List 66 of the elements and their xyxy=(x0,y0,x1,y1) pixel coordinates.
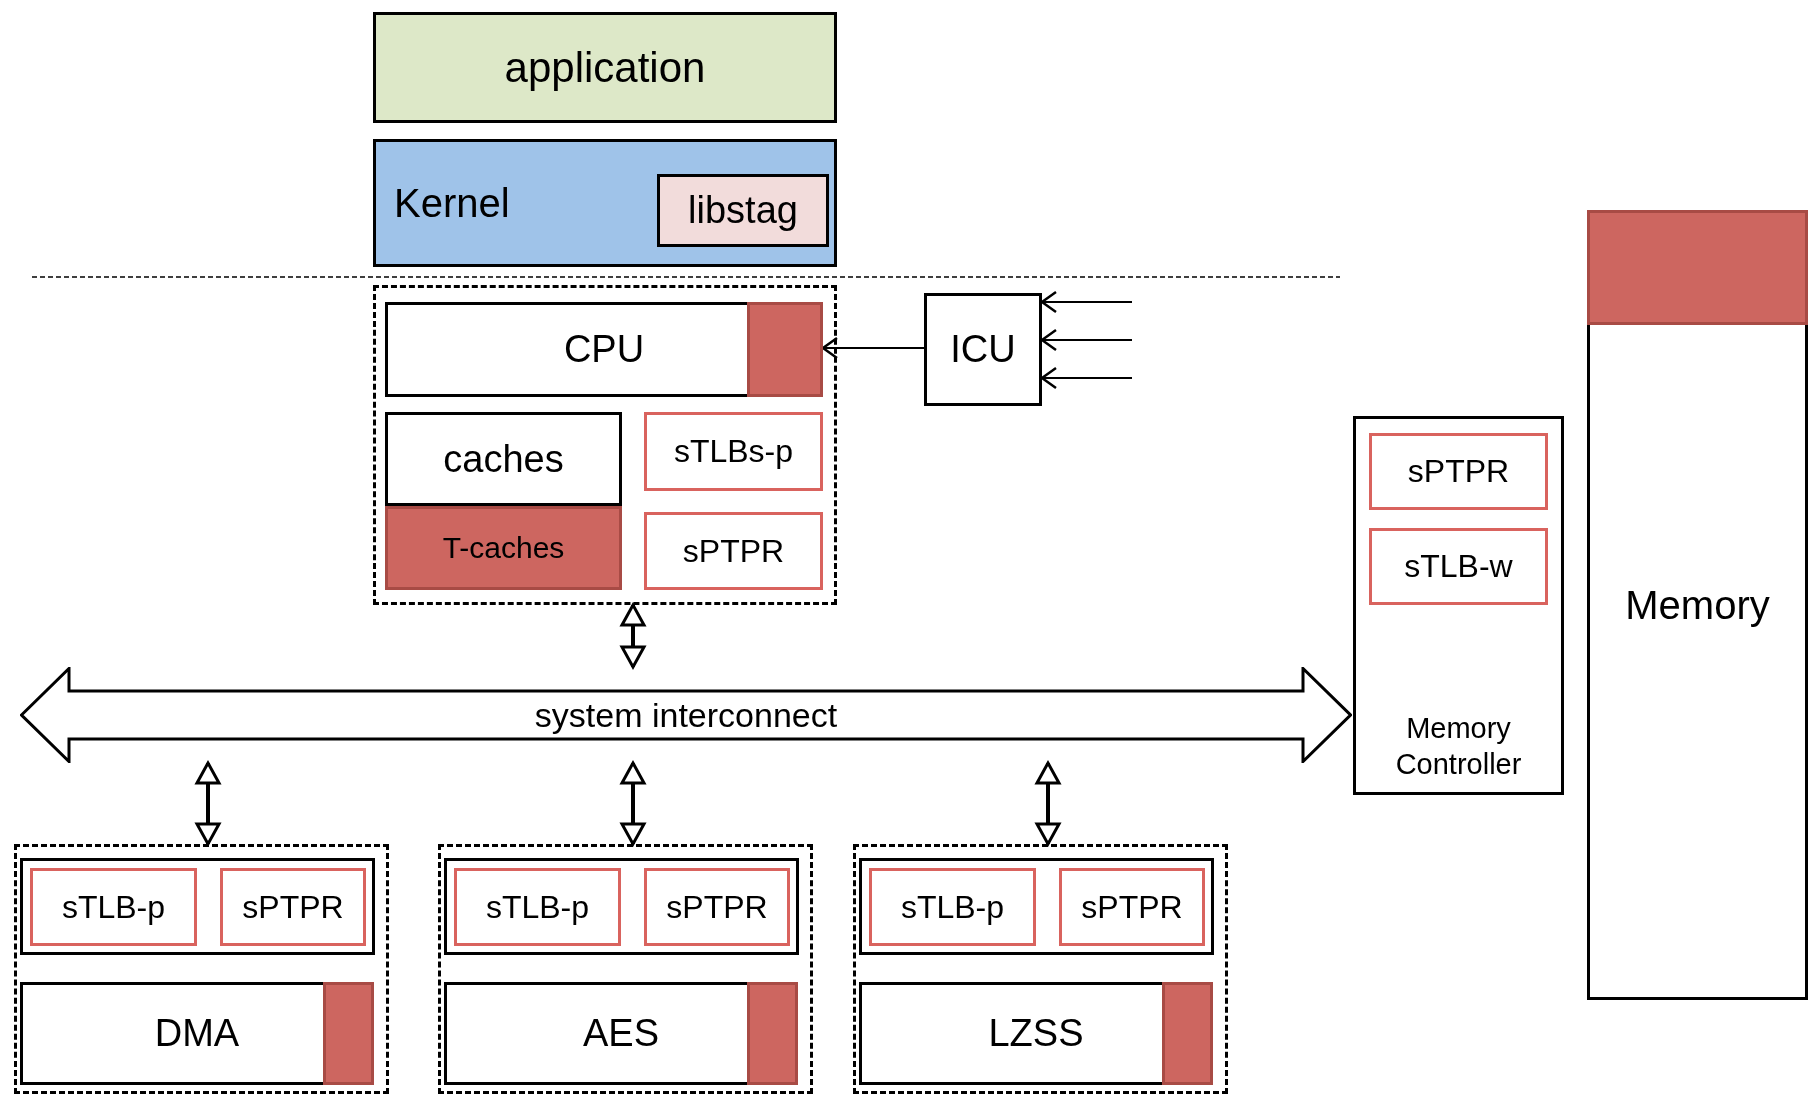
arrow xyxy=(1040,290,1133,314)
box-label: sPTPR xyxy=(1407,453,1510,490)
arrow xyxy=(1040,328,1133,352)
component-box xyxy=(20,858,375,955)
box-label: sPTPR xyxy=(242,888,344,926)
box-label: sPTPR xyxy=(682,532,785,570)
component-box xyxy=(444,982,798,1085)
tag-block xyxy=(747,302,823,397)
box-label: LZSS xyxy=(988,1012,1084,1055)
double-arrow xyxy=(620,761,646,846)
register-box xyxy=(30,868,197,946)
dashed-group-box xyxy=(373,285,837,605)
dashed-group-box xyxy=(438,844,813,1094)
component-box xyxy=(444,858,799,955)
box-label: T-caches xyxy=(442,531,565,565)
component-box xyxy=(385,302,823,397)
tag-block xyxy=(323,982,374,1085)
box-label: sTLB-p xyxy=(61,888,166,926)
register-box xyxy=(1369,433,1548,510)
component-box xyxy=(385,412,622,506)
register-box xyxy=(454,868,621,946)
tag-cache-box xyxy=(385,506,622,590)
dashed-group-box xyxy=(853,844,1228,1094)
controller-box xyxy=(1353,416,1564,795)
component-box xyxy=(924,293,1042,406)
box-label: DMA xyxy=(154,1012,240,1055)
box-label: sTLB-w xyxy=(1404,548,1513,585)
box-label: sTLB-p xyxy=(900,888,1005,926)
double-arrow xyxy=(620,603,646,669)
register-box xyxy=(1059,868,1205,946)
box-label: Kernel xyxy=(394,180,510,226)
register-box xyxy=(644,868,790,946)
dashed-group-box xyxy=(14,844,389,1094)
register-box xyxy=(644,412,823,491)
kernel-box xyxy=(373,139,837,267)
box-label: ICU xyxy=(950,328,1016,371)
box-label: sPTPR xyxy=(666,888,768,926)
box-label: Memory Controller xyxy=(1394,710,1523,782)
component-box xyxy=(859,982,1213,1085)
bus-arrow xyxy=(20,667,1352,763)
box-label: sTLBs-p xyxy=(673,433,794,470)
box-label: AES xyxy=(582,1012,659,1055)
box-label: caches xyxy=(443,437,564,481)
double-arrow xyxy=(1035,761,1061,846)
register-box xyxy=(1369,528,1548,605)
box-label: sTLB-p xyxy=(485,888,590,926)
tag-block xyxy=(1162,982,1213,1085)
tag-block xyxy=(747,982,798,1085)
component-box xyxy=(859,858,1214,955)
tag-block xyxy=(1587,210,1808,325)
arrow xyxy=(1040,366,1133,390)
box-label: system interconnect xyxy=(534,695,838,735)
layer-box xyxy=(373,12,837,123)
box-label: CPU xyxy=(563,328,645,371)
double-arrow xyxy=(195,761,221,846)
box-label: libstag xyxy=(688,189,798,232)
register-box xyxy=(869,868,1036,946)
box-label: Memory xyxy=(1625,582,1770,628)
arrow xyxy=(821,336,925,360)
box-label: sPTPR xyxy=(1081,888,1183,926)
library-box xyxy=(657,174,829,247)
register-box xyxy=(220,868,366,946)
component-box xyxy=(20,982,374,1085)
register-box xyxy=(644,512,823,590)
memory-box xyxy=(1587,210,1808,1000)
box-label: application xyxy=(504,43,706,92)
